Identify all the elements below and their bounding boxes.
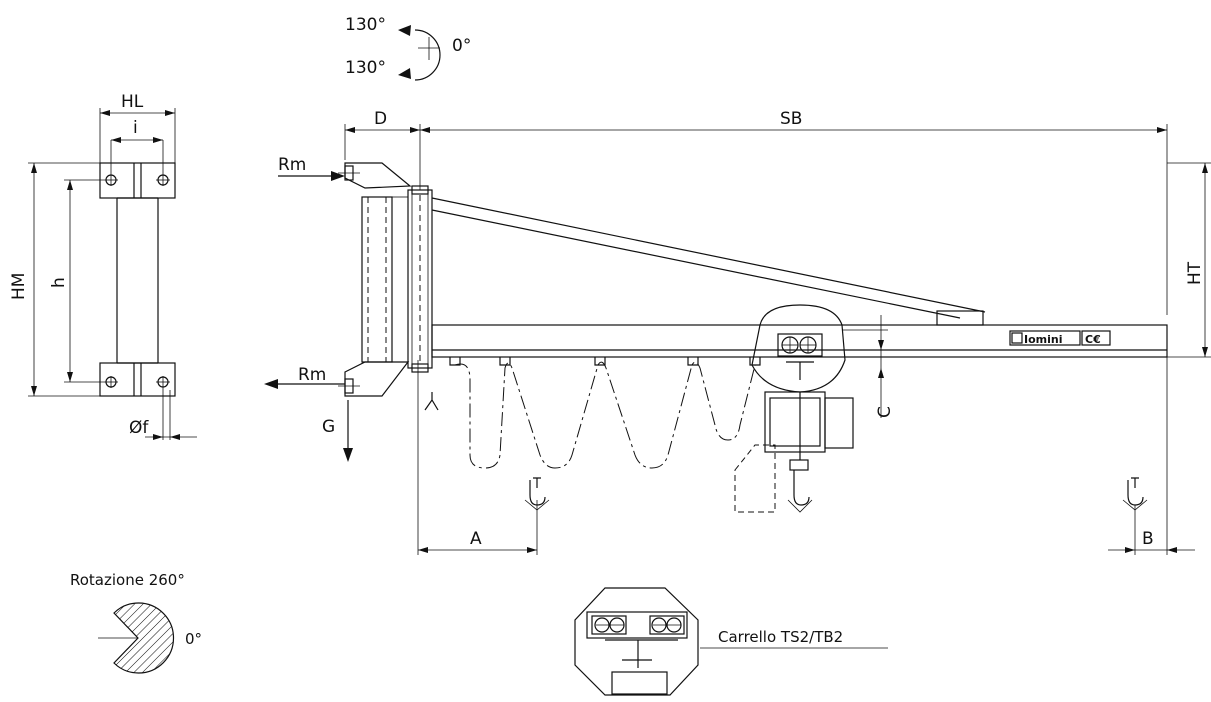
rotation-bottom-label: 130° bbox=[345, 58, 386, 78]
rotation-zero-label: 0° bbox=[452, 36, 471, 56]
trolley-hoist bbox=[734, 304, 854, 513]
rotation-range-symbol: 130° 130° 0° bbox=[345, 15, 471, 81]
dim-SB-label: SB bbox=[780, 109, 802, 129]
rotation-260-zero-label: 0° bbox=[185, 630, 202, 648]
dim-HL-label: HL bbox=[121, 92, 144, 112]
jib-crane-front-view: D SB HT bbox=[264, 109, 1211, 555]
g-label: G bbox=[322, 417, 335, 437]
trolley-detail: Carrello TS2/TB2 bbox=[574, 587, 888, 696]
dim-HT-label: HT bbox=[1185, 261, 1205, 285]
dim-C-label: C bbox=[875, 406, 895, 418]
brand-label: Iomini bbox=[1024, 333, 1062, 346]
dim-h-label: h bbox=[49, 277, 69, 288]
rm-bottom-label: Rm bbox=[298, 365, 326, 385]
ce-mark-label: C€ bbox=[1085, 333, 1101, 346]
rotation-260-symbol: Rotazione 260° 0° bbox=[70, 571, 202, 674]
rotation-title: Rotazione 260° bbox=[70, 571, 185, 589]
dim-HM-label: HM bbox=[9, 273, 29, 300]
trolley-model-label: Carrello TS2/TB2 bbox=[718, 628, 843, 646]
cable-hangers bbox=[449, 357, 761, 366]
dim-phi-f-label: Øf bbox=[129, 418, 149, 438]
rotation-top-label: 130° bbox=[345, 15, 386, 35]
dim-A-label: A bbox=[470, 529, 482, 549]
dim-D-label: D bbox=[374, 109, 387, 129]
dim-i-label: i bbox=[133, 118, 138, 138]
wall-bracket-side-view: HL i HM h Øf bbox=[9, 92, 197, 440]
dim-B-label: B bbox=[1142, 529, 1154, 549]
rm-top-label: Rm bbox=[278, 155, 306, 175]
